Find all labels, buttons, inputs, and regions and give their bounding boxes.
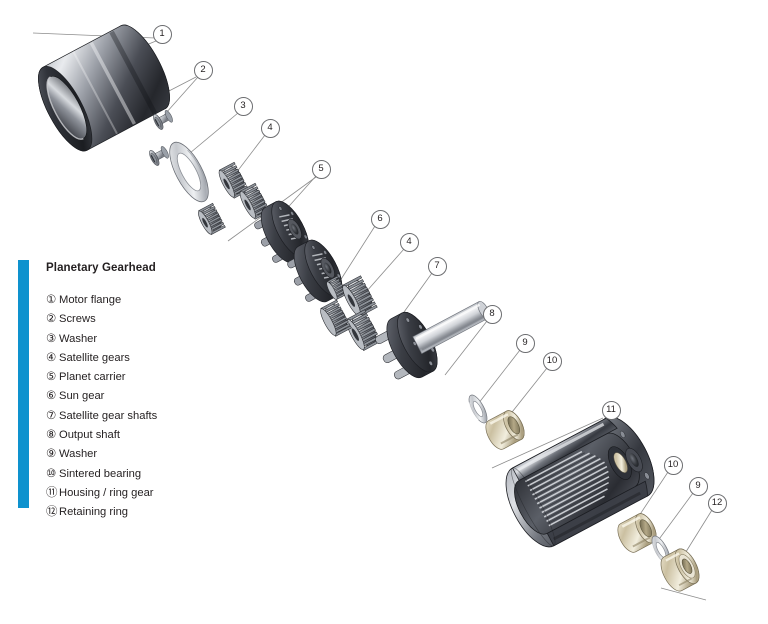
legend-num-7: ⑦ [46,409,57,422]
legend-label-3: Washer [59,332,98,345]
leader-line-11b [491,417,604,469]
legend-num-6: ⑥ [46,390,57,403]
legend-num-2: ② [46,313,57,326]
leader-line-4b [365,248,405,293]
legend-label-1: Motor flange [59,294,122,306]
legend-num-9: ⑨ [46,448,57,461]
legend-label-5: Planet carrier [59,371,126,384]
part-retaining-ring [660,548,700,592]
leader-line-6 [337,225,376,285]
callout-10-b: 10 [663,455,683,475]
legend-num-11: ⑪ [46,486,58,499]
part-housing-ring-gear [505,416,655,548]
part-satellite-gear-shafts [375,311,438,380]
part-planet-carrier-1 [254,200,310,264]
callout-2: 2 [193,60,213,80]
callout-6: 6 [370,209,390,229]
part-washer-flange [168,141,209,203]
legend-label-7: Satellite gear shafts [59,409,158,422]
leader-line-9b [653,492,694,547]
leader-line-8 [444,320,488,376]
leader-line-12b [660,587,707,601]
part-satellite-gear-set-2 [320,275,382,351]
callout-5: 5 [311,159,331,179]
legend-title: Planetary Gearhead [46,262,156,274]
part-screw-lower [149,146,169,166]
legend-num-3: ③ [46,332,57,345]
leader-line-3 [189,112,239,154]
part-satellite-gear-set-1 [218,161,271,220]
part-screw-upper [153,110,173,130]
legend-label-12: Retaining ring [59,506,129,519]
legend-label-10: Sintered bearing [59,467,142,480]
legend-label-4: Satellite gears [59,351,130,364]
legend-label-2: Screws [59,313,96,326]
part-sintered-bearing-front [485,410,525,450]
legend-label-11: Housing / ring gear [59,486,154,499]
callout-3: 3 [233,96,253,116]
legend-num-5: ⑤ [46,371,57,384]
callout-8: 8 [482,304,502,324]
callout-7: 7 [427,256,447,276]
callout-12: 12 [707,493,727,513]
callout-9-b: 9 [688,476,708,496]
callout-10-a: 10 [542,351,562,371]
legend-label-6: Sun gear [59,390,105,403]
part-sun-gear-2 [326,275,348,300]
leader-line-9a [477,349,521,405]
part-washer-front [468,394,488,424]
part-motor-flange [38,24,170,152]
legend-label-9: Washer [59,448,98,461]
legend-num-12: ⑫ [46,506,58,519]
legend-accent-bar [18,260,29,508]
callout-1: 1 [152,24,172,44]
legend-num-8: ⑧ [46,429,57,442]
callout-4-b: 4 [399,232,419,252]
callout-4-a: 4 [260,118,280,138]
legend-num-10: ⑩ [46,467,57,480]
callout-9-a: 9 [515,333,535,353]
leader-line-7 [398,272,433,320]
part-output-shaft [412,301,490,354]
legend-num-1: ① [46,294,57,306]
legend-label-8: Output shaft [59,429,120,442]
callout-11: 11 [601,400,621,420]
part-sun-gear-1 [198,202,226,236]
legend-num-4: ④ [46,351,57,364]
